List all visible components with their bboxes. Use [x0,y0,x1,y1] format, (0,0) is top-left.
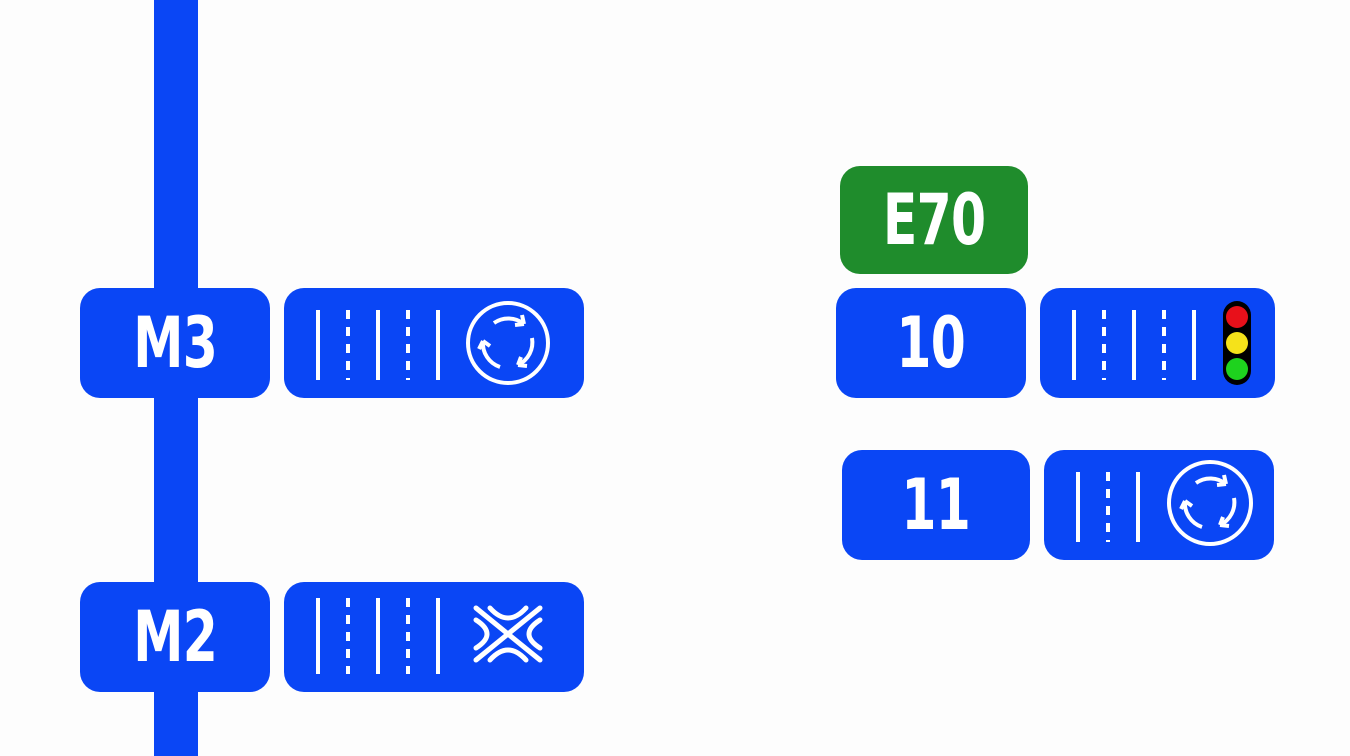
junction-label: M3 [133,302,218,384]
yellow-light [1226,332,1248,354]
roundabout-icon [1167,460,1253,546]
interchange-icon [473,605,543,663]
red-light [1226,306,1248,328]
green-light [1226,358,1248,380]
junction-panel-11 [1044,450,1274,560]
lane-diagram [316,301,550,385]
junction-badge-m3: M3 [80,288,270,398]
junction-label: M2 [133,596,218,678]
junction-label: 10 [896,302,966,384]
european-route-badge: E70 [840,166,1028,274]
junction-badge-10: 10 [836,288,1026,398]
lane-diagram [1076,460,1253,546]
junction-panel-m3 [284,288,584,398]
junction-panel-10 [1040,288,1275,398]
traffic-light-icon [1223,301,1251,385]
lane-diagram [1072,301,1251,385]
european-route-label: E70 [882,179,986,261]
junction-label: 11 [901,464,971,546]
lane-diagram [316,598,543,674]
roundabout-icon [466,301,550,385]
junction-badge-11: 11 [842,450,1030,560]
junction-panel-m2 [284,582,584,692]
junction-badge-m2: M2 [80,582,270,692]
